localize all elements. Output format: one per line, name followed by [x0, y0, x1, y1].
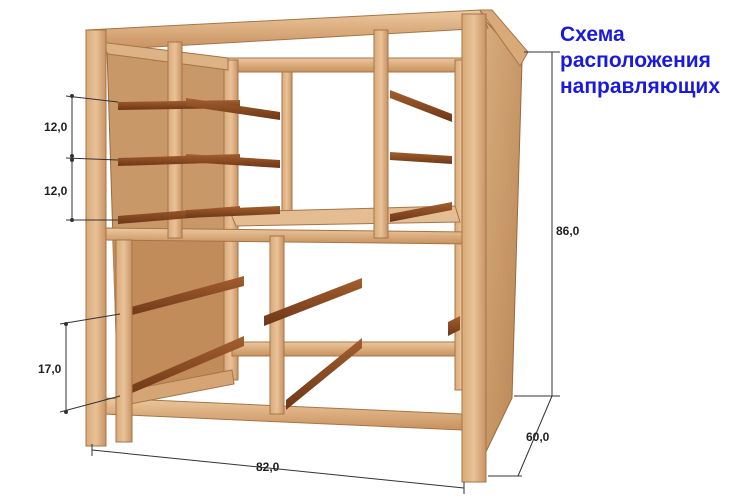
diagram-title: Схема расположения направляющих	[560, 22, 748, 100]
top-front-rail	[85, 9, 489, 51]
dim-width: 82,0	[256, 460, 280, 474]
right-dimension-lines	[488, 51, 560, 477]
dim-shelf-gap-bottom: 17,0	[38, 362, 62, 376]
upper-right-divider	[373, 29, 389, 239]
upper-right-rails	[390, 90, 452, 222]
front-right-post	[461, 13, 487, 483]
back-top-rail	[227, 57, 479, 73]
dim-height: 86,0	[556, 224, 580, 238]
left-dimension-lines	[59, 95, 121, 413]
back-mid-post	[281, 71, 293, 218]
upper-left-divider	[167, 41, 183, 239]
front-left-post	[85, 29, 107, 447]
lower-rails	[120, 276, 460, 410]
title-line-3: направляющих	[560, 75, 721, 98]
title-line-1: Схема	[560, 23, 625, 46]
right-side-panel	[481, 18, 523, 461]
left-dimension-ticks	[64, 94, 74, 414]
title-line-2: расположения	[560, 49, 711, 72]
upper-left-rails	[118, 98, 280, 224]
bottom-dimension-lines	[91, 444, 465, 494]
dim-depth: 60,0	[526, 430, 550, 444]
lower-divider	[269, 235, 285, 415]
dim-shelf-gap-top: 12,0	[44, 120, 68, 134]
back-left-leg	[115, 239, 133, 443]
dim-shelf-gap-mid: 12,0	[44, 184, 68, 198]
